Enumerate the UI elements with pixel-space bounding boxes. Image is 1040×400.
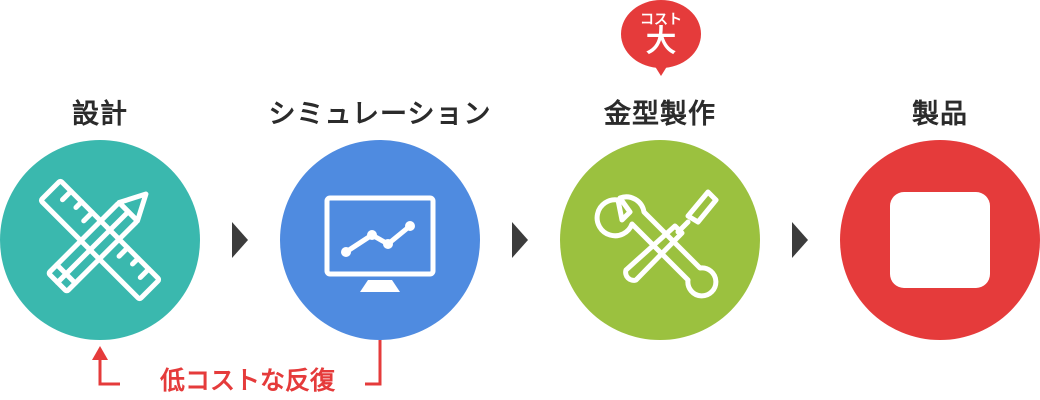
badge-cost-label: コスト — [640, 12, 682, 28]
step-circle-product — [840, 140, 1040, 340]
step-circle-mold-making — [560, 140, 760, 340]
step-label-product: 製品 — [912, 99, 968, 130]
flow-arrow-3 — [792, 222, 808, 258]
wrench-screwdriver-icon — [594, 189, 719, 299]
step-label-mold-making: 金型製作 — [604, 99, 716, 130]
low-cost-iteration-label: 低コストな反復 — [130, 366, 365, 396]
ruler-pencil-icon — [38, 178, 162, 302]
step-circle-simulation — [280, 140, 480, 340]
badge-large-label: 大 — [646, 24, 676, 59]
monitor-chart-icon — [324, 195, 436, 292]
square-icon — [890, 192, 990, 288]
step-label-simulation: シミュレーション — [268, 99, 492, 130]
flow-arrow-1 — [232, 222, 248, 258]
high-cost-badge: コスト 大 — [621, 0, 701, 76]
step-circle-design — [0, 140, 200, 340]
flow-arrow-2 — [512, 222, 528, 258]
step-label-design: 設計 — [72, 99, 128, 130]
